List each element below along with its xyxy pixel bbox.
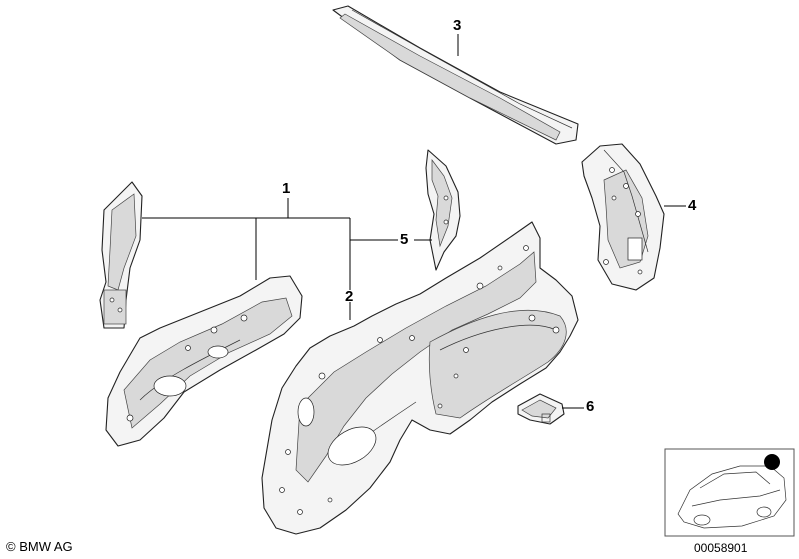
callout-3: 3 [453,17,462,34]
part-1-pillar-panel [99,181,143,329]
callout-4: 4 [688,197,697,214]
leader-lines [142,34,686,409]
callout-6: 6 [586,398,595,415]
part-5-small-panel [425,149,461,271]
thumbnail-location-marker [764,454,780,470]
copyright-text: © BMW AG [6,539,73,554]
part-6-clip [517,393,565,425]
part-4-pillar-bracket [581,143,665,291]
image-number: 00058901 [694,541,748,555]
part-1-floor-panel [105,275,303,447]
callout-2: 2 [345,288,354,305]
part-3-roof-rail [332,5,579,145]
callout-1: 1 [282,180,291,197]
callout-5: 5 [400,231,409,248]
thumbnail-inset [664,448,795,537]
part-2-wheelhouse-panel [261,221,579,535]
